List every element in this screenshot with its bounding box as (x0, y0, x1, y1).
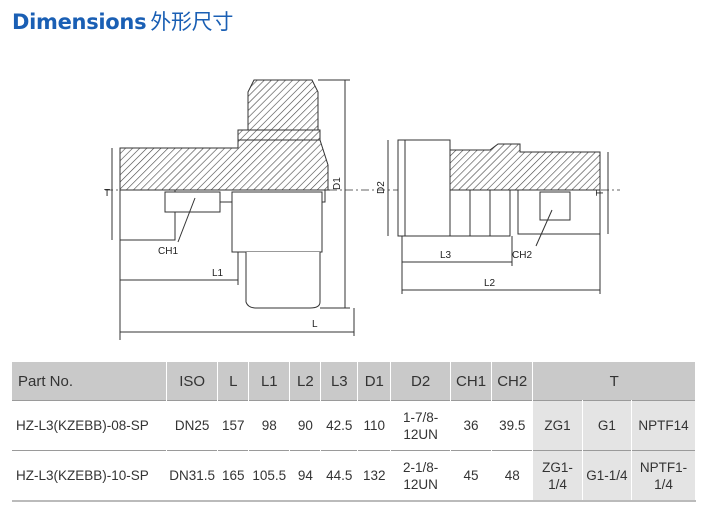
header-part-no: Part No. (12, 362, 167, 401)
cell-ch1: 36 (450, 400, 493, 451)
table-row: HZ-L3(KZEBB)-08-SP DN25 157 98 90 42.5 1… (12, 400, 696, 451)
label-l2: L2 (484, 278, 496, 289)
cell-part-no: HZ-L3(KZEBB)-10-SP (12, 450, 167, 501)
header-d1: D1 (357, 362, 392, 401)
header-t: T (532, 362, 696, 401)
table-header-row: Part No. ISO L L1 L2 L3 D1 D2 CH1 CH2 T (12, 362, 696, 401)
cell-l1: 98 (248, 400, 291, 451)
technical-drawing: T D1 CH1 L1 L D2 T CH2 L3 L2 (104, 79, 620, 340)
cell-l1: 105.5 (248, 450, 291, 501)
label-t-left: T (104, 188, 110, 199)
left-lower-body (231, 191, 323, 253)
cell-l3: 44.5 (320, 450, 359, 501)
cell-iso: DN31.5 (166, 450, 219, 501)
cell-t3: NPTF1-1/4 (631, 450, 696, 501)
header-d2: D2 (390, 362, 451, 401)
label-d1: D1 (332, 177, 343, 190)
header-l2: L2 (289, 362, 322, 401)
cell-l2: 94 (289, 450, 322, 501)
cell-t2: G1 (582, 400, 633, 451)
label-ch1: CH1 (158, 246, 178, 257)
table-row: HZ-L3(KZEBB)-10-SP DN31.5 165 105.5 94 4… (12, 450, 696, 501)
cell-t2: G1-1/4 (582, 450, 633, 501)
cell-d1: 110 (357, 400, 392, 451)
header-ch2: CH2 (491, 362, 534, 401)
cell-l2: 90 (289, 400, 322, 451)
cell-iso: DN25 (166, 400, 219, 451)
cell-l: 157 (217, 400, 250, 451)
cell-d2: 1-7/8-12UN (390, 400, 451, 451)
cell-d2: 2-1/8-12UN (390, 450, 451, 501)
cell-ch1: 45 (450, 450, 493, 501)
bottom-extension (245, 252, 321, 309)
right-hex-body (397, 139, 451, 237)
header-iso: ISO (166, 362, 219, 401)
label-l3: L3 (440, 250, 452, 261)
label-l1: L1 (212, 268, 224, 279)
cell-d1: 132 (357, 450, 392, 501)
cell-ch2: 39.5 (491, 400, 534, 451)
cell-t1: ZG1-1/4 (532, 450, 583, 501)
top-nut-section (247, 79, 319, 131)
cell-t1: ZG1 (532, 400, 583, 451)
label-d2: D2 (376, 181, 387, 194)
header-l1: L1 (248, 362, 291, 401)
title-en: Dimensions (12, 10, 147, 34)
cell-ch2: 48 (491, 450, 534, 501)
cell-l: 165 (217, 450, 250, 501)
dimensions-table: Part No. ISO L L1 L2 L3 D1 D2 CH1 CH2 T … (12, 362, 696, 501)
cell-part-no: HZ-L3(KZEBB)-08-SP (12, 400, 167, 451)
title-cn: 外形尺寸 (150, 10, 234, 34)
cell-l3: 42.5 (320, 400, 359, 451)
header-ch1: CH1 (450, 362, 493, 401)
label-t-right: T (595, 190, 606, 196)
cell-t3: NPTF14 (631, 400, 696, 451)
label-ch2: CH2 (512, 250, 532, 261)
label-l: L (312, 319, 318, 330)
bottom-rule (12, 500, 696, 502)
header-l: L (217, 362, 250, 401)
header-l3: L3 (320, 362, 359, 401)
